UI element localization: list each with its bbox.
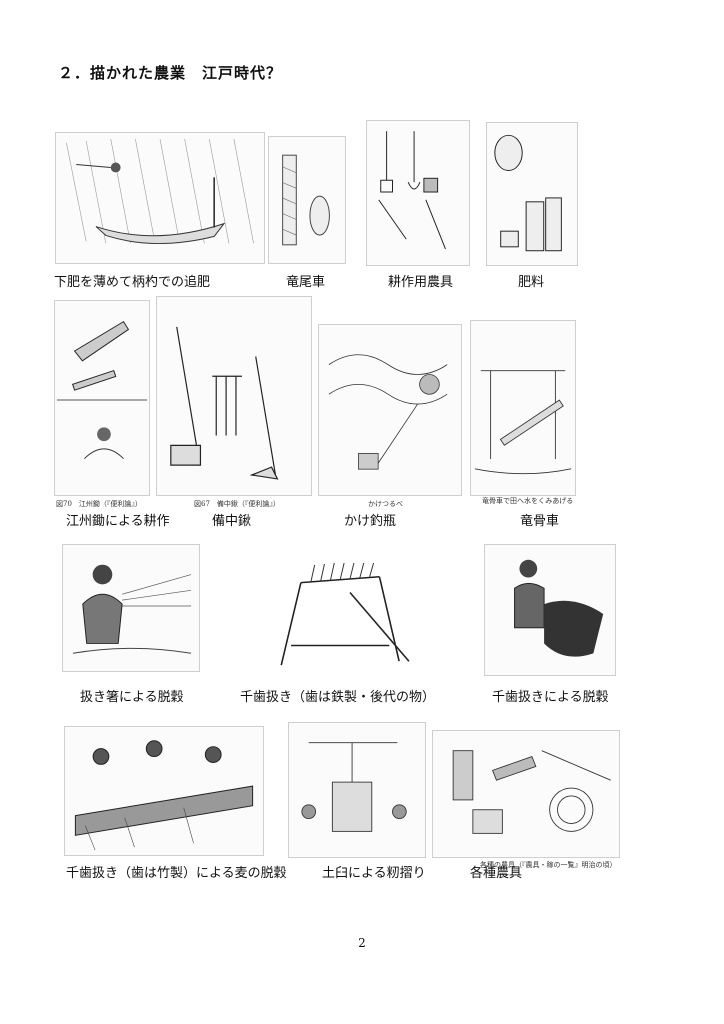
caption-tsuchiusu: 土臼による籾摺り [322,866,426,881]
figure-bitchu-kuwa [156,296,312,496]
caption-fertilizer: 肥料 [518,275,545,290]
caption-goshu-suki: 江州鋤による耕作 [66,514,170,529]
figure-ryukotsusha [470,320,576,496]
caption-bitchu-kuwa: 備中鍬 [212,514,252,529]
figure-kake-tsurube [318,324,462,496]
caption-topdressing: 下肥を薄めて柄杓での追肥 [54,275,211,290]
caption-senbakoki-iron: 千歯扱き（歯は鉄製・後代の物） [240,690,436,705]
page-number: 2 [358,936,366,950]
figure-topdressing-boat [55,132,265,264]
label-kake-tsurube-small: かけつるべ [368,500,403,508]
caption-kokibashi: 扱き箸による脱穀 [80,690,184,705]
figure-various-tools [432,730,620,858]
figure-fertilizer [486,122,578,266]
caption-ryubisha: 竜尾車 [286,275,326,290]
label-goshu-suki-source: 図70 江州鋤（『便利論』） [56,500,142,508]
caption-senbakoki-threshing: 千歯扱きによる脱穀 [492,690,609,705]
caption-ryukotsusha: 竜骨車 [520,514,560,529]
figure-ryubisha [268,136,346,264]
figure-farming-tools [366,120,470,266]
label-various-tools-small: 各種の農具（『農具・稼の一覧』明治の頃） [480,861,617,869]
label-bitchu-source: 図67 備中鍬（『便利論』） [194,500,280,508]
figure-tsuchiusu [288,722,426,858]
label-ryukotsusha-small: 竜骨車で田へ水をくみあげる [482,497,574,505]
figure-senbakoki-iron [270,562,430,674]
figure-wheat-threshing [64,726,264,856]
figure-senbakoki-threshing [484,544,616,676]
caption-various-tools: 各種農具 [470,866,523,881]
caption-wheat-threshing: 千歯扱き（歯は竹製）による麦の脱穀 [66,866,287,881]
page-title: ２．描かれた農業 江戸時代？ [58,64,283,82]
caption-kake-tsurube: かけ釣瓶 [344,514,397,529]
caption-farming-tools: 耕作用農具 [388,275,454,290]
figure-goshu-suki [54,300,150,496]
figure-kokibashi [62,544,200,672]
